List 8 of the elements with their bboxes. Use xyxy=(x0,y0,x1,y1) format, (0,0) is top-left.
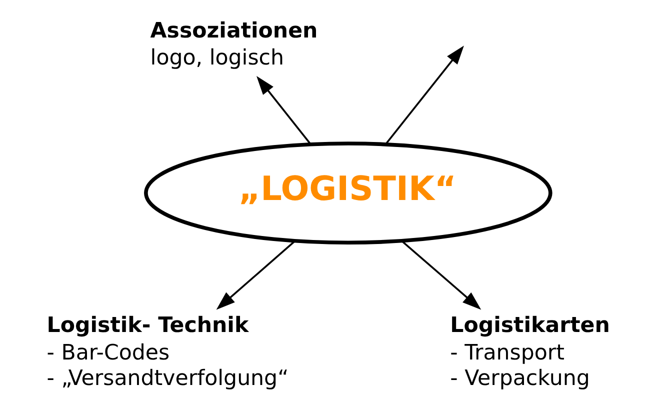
arrow xyxy=(216,240,296,310)
arrow xyxy=(256,76,312,145)
node-text: Assoziationen logo, logisch xyxy=(150,18,318,71)
node-text: Logistik- Technik - Bar-Codes - „Versandtverfolgung“ xyxy=(46,312,289,392)
arrow xyxy=(401,240,482,310)
node-ellipse: „LOGISTIK“ xyxy=(144,142,552,244)
arrow xyxy=(385,46,464,145)
node-text: Logistikarten - Transport - Verpackung xyxy=(450,312,610,392)
